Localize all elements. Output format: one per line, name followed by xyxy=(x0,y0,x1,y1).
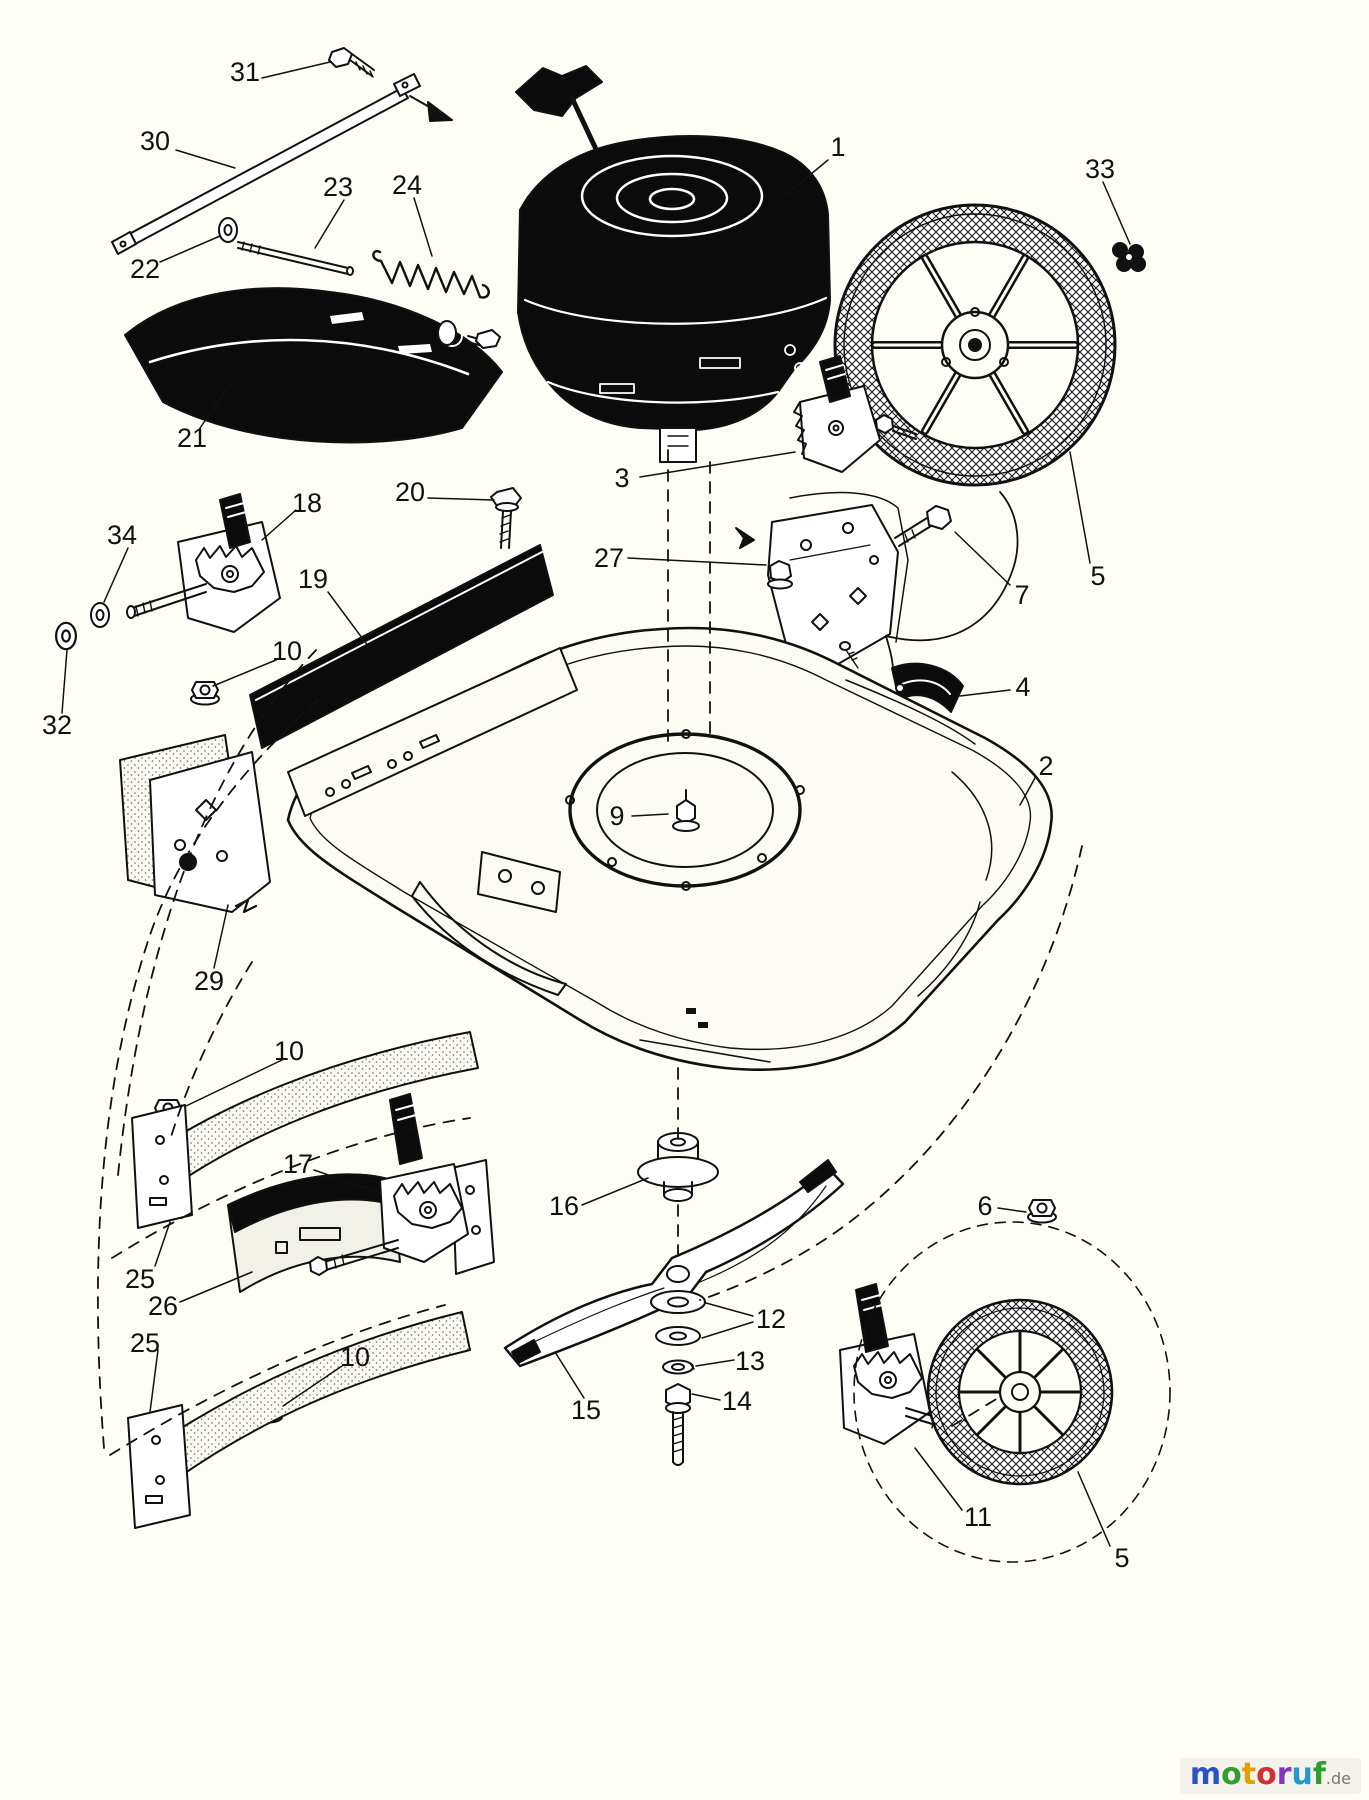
part-label-2: 2 xyxy=(1038,751,1053,781)
height-adjuster-17 xyxy=(309,1093,495,1276)
part-label-25a: 25 xyxy=(125,1264,155,1294)
part-label-20: 20 xyxy=(395,477,425,507)
watermark-motoruf[interactable]: motoruf.de xyxy=(1179,1757,1361,1794)
blade-15 xyxy=(503,1159,845,1368)
watermark-letter-o1: o xyxy=(1221,1757,1242,1792)
part-label-14: 14 xyxy=(722,1386,752,1416)
baffle-lower-25 xyxy=(127,1311,471,1529)
watermark-letter-r: r xyxy=(1276,1757,1292,1792)
washer-34 xyxy=(90,602,110,628)
part-label-21: 21 xyxy=(177,423,207,453)
lock-washer-13 xyxy=(662,1359,695,1375)
retainer-33 xyxy=(1112,242,1146,272)
watermark-letter-u: u xyxy=(1291,1757,1313,1792)
lever xyxy=(819,355,851,403)
throttle-grip xyxy=(515,65,603,117)
part-label-4: 4 xyxy=(1015,672,1030,702)
washer-32 xyxy=(54,621,78,651)
skirt-19 xyxy=(249,544,554,749)
part-label-11: 11 xyxy=(964,1502,992,1532)
deflector-bolt xyxy=(475,329,501,349)
part-labels: 31 30 23 24 22 21 1 33 3 20 18 34 19 27 … xyxy=(42,57,1130,1573)
flange-nut-6 xyxy=(1027,1199,1057,1224)
bolt-7 xyxy=(894,505,952,547)
part-label-24: 24 xyxy=(392,170,422,200)
engine-assembly-1 xyxy=(515,65,831,463)
watermark-suffix: .de xyxy=(1325,1769,1351,1788)
part-label-34: 34 xyxy=(107,520,137,550)
front-rail xyxy=(287,647,578,817)
part-label-27: 27 xyxy=(594,543,624,573)
part-label-30: 30 xyxy=(140,126,170,156)
deck-bolt-9 xyxy=(672,789,700,832)
part-label-32: 32 xyxy=(42,710,72,740)
rear-wheel-5 xyxy=(833,203,1117,487)
lever xyxy=(389,1093,423,1165)
blade-bolt-14 xyxy=(665,1383,691,1466)
part-label-19: 19 xyxy=(298,564,328,594)
part-label-5b: 5 xyxy=(1114,1543,1129,1573)
part-label-5a: 5 xyxy=(1090,561,1105,591)
part-label-7: 7 xyxy=(1014,580,1029,610)
deflector-chute-21 xyxy=(124,287,503,444)
part-label-16: 16 xyxy=(549,1191,579,1221)
lever-4 xyxy=(891,662,964,713)
bracket-3 xyxy=(793,355,917,473)
washers-12 xyxy=(650,1290,706,1346)
part-label-31: 31 xyxy=(230,57,260,87)
deck-outline xyxy=(286,626,1053,1071)
part-label-12: 12 xyxy=(756,1304,786,1334)
part-label-10b: 10 xyxy=(274,1036,304,1066)
part-label-22: 22 xyxy=(130,254,160,284)
bolt-20 xyxy=(490,487,522,549)
handle-rod-30 xyxy=(111,73,421,255)
part-label-33: 33 xyxy=(1085,154,1115,184)
crankshaft xyxy=(659,427,697,463)
engine-body xyxy=(517,135,831,431)
bracket-27 xyxy=(735,491,909,669)
height-adjuster-18 xyxy=(126,493,281,633)
leader-lines xyxy=(61,61,1131,1547)
part-label-15: 15 xyxy=(571,1395,601,1425)
spring-24 xyxy=(372,250,490,299)
blade-adapter-16 xyxy=(637,1132,719,1202)
part-26 xyxy=(227,1173,401,1293)
part-label-10a: 10 xyxy=(272,636,302,666)
part-label-26: 26 xyxy=(148,1291,178,1321)
part-label-3: 3 xyxy=(614,463,629,493)
direction-arrow xyxy=(409,95,453,122)
hub xyxy=(998,1370,1042,1414)
part-label-13: 13 xyxy=(735,1346,765,1376)
part-label-23: 23 xyxy=(323,172,353,202)
watermark-letter-t: t xyxy=(1241,1757,1257,1792)
part-label-1: 1 xyxy=(830,132,845,162)
watermark-letter-m: m xyxy=(1189,1757,1222,1792)
part-label-29: 29 xyxy=(194,966,224,996)
rod-23 xyxy=(237,241,354,276)
bracket-29 xyxy=(119,734,271,914)
part-label-25b: 25 xyxy=(130,1328,160,1358)
spokes xyxy=(957,1329,1083,1455)
washer-22 xyxy=(218,217,238,243)
cable xyxy=(885,491,1019,669)
part-label-6: 6 xyxy=(977,1191,992,1221)
part-label-10c: 10 xyxy=(340,1342,370,1372)
front-wheel-5 xyxy=(853,1221,1171,1563)
engine-mount-bracket xyxy=(477,851,561,913)
part-label-9: 9 xyxy=(609,801,624,831)
watermark-letter-o2: o xyxy=(1256,1757,1277,1792)
assembly-axis-lines xyxy=(97,449,1083,1456)
mower-deck-2 xyxy=(286,626,1053,1071)
baffle-upper-25 xyxy=(131,1031,479,1229)
part-label-17: 17 xyxy=(283,1149,313,1179)
lever xyxy=(855,1283,889,1353)
bolt-31 xyxy=(328,47,375,78)
watermark-letter-f: f xyxy=(1312,1757,1326,1792)
blade-opening-ring xyxy=(568,732,802,888)
part-label-18: 18 xyxy=(292,488,322,518)
